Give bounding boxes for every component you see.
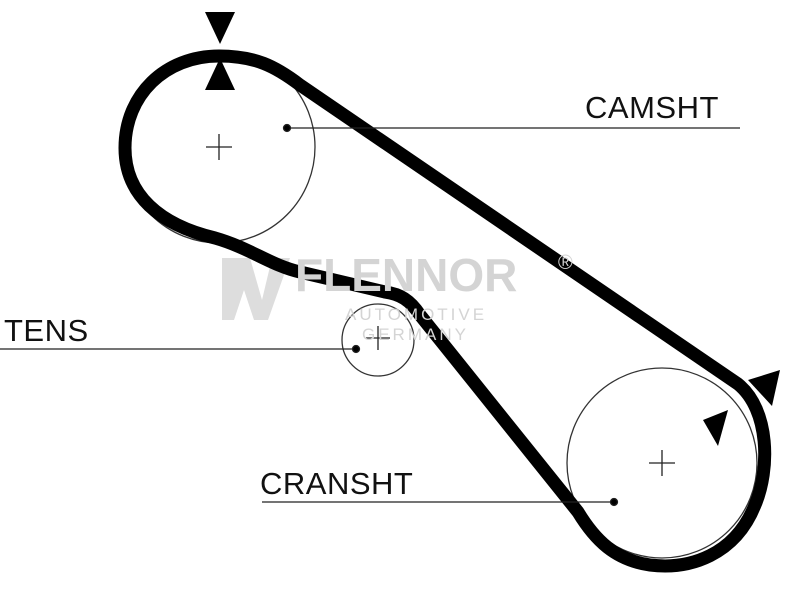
leader-lines (0, 123, 740, 507)
watermark-logo-brand: FLENNOR (295, 249, 518, 301)
tensioner-label: TENS (4, 313, 89, 348)
tensioner-pulley (341, 303, 415, 377)
center-cross-icons (206, 134, 675, 476)
watermark-registered: ® (558, 252, 573, 274)
timing-mark-icons (205, 12, 780, 446)
timing-belt (118, 49, 772, 573)
camshaft-label: CAMSHT (585, 90, 719, 125)
crankshaft-pulley (566, 367, 758, 559)
crankshaft-label: CRANSHT (260, 466, 414, 501)
watermark-line2: GERMANY (362, 325, 469, 344)
watermark-line1: AUTOMOTIVE (345, 305, 488, 324)
watermark-w-icon (222, 258, 290, 320)
